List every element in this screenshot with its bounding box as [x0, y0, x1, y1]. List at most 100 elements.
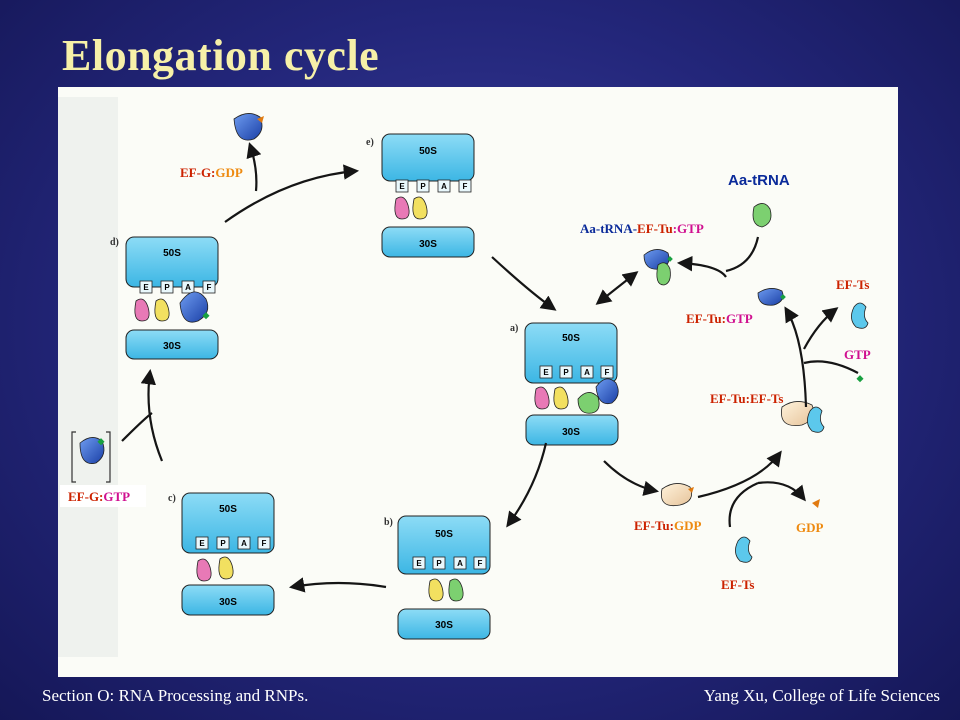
- arrow-e-to-a: [491, 256, 557, 311]
- small-subunit-label: 30S: [219, 597, 237, 608]
- elongation-cycle-figure: e) 50S E P A F 30S d) 50S E P A F 30S: [58, 87, 898, 677]
- site-a: A: [441, 182, 447, 191]
- site-e: E: [199, 539, 205, 548]
- aa-trna-label: Aa-tRNA: [728, 172, 790, 189]
- trna-pink: [394, 196, 410, 220]
- site-a: A: [584, 368, 590, 377]
- trna-yellow: [154, 298, 170, 322]
- site-p: P: [420, 182, 426, 191]
- step-label-c: c): [168, 493, 176, 504]
- gdp-marker: [257, 116, 264, 123]
- small-subunit: [525, 414, 619, 446]
- site-a: A: [457, 559, 463, 568]
- small-subunit: [181, 584, 275, 616]
- site-f: F: [605, 368, 610, 377]
- arrow-efg-release: [246, 142, 262, 192]
- aa-trna-icon: [752, 203, 772, 228]
- gdp-label: GDP: [796, 520, 824, 535]
- site-boxes: E P A F: [412, 556, 487, 570]
- ef-ts-label-top: EF-Ts: [836, 277, 869, 292]
- bracket-left: [71, 431, 76, 483]
- gtp-marker: [202, 312, 210, 320]
- ribosome-step-c: c) 50S E P A F 30S: [168, 492, 275, 616]
- ef-tu-ef-ts-label: EF-Tu:EF-Ts: [710, 391, 783, 406]
- ribosome-step-e: e) 50S E P A F 30S: [366, 133, 475, 258]
- arrow-efg-entry: [121, 412, 153, 442]
- small-subunit: [125, 329, 219, 360]
- trna-yellow: [428, 578, 444, 602]
- site-f: F: [478, 559, 483, 568]
- trna-pink: [196, 558, 212, 582]
- ef-g-gtp-label-bg: [60, 485, 146, 507]
- small-subunit: [381, 226, 475, 258]
- arrow-aa-trna-in: [725, 236, 760, 273]
- site-e: E: [416, 559, 422, 568]
- site-p: P: [220, 539, 226, 548]
- site-e: E: [143, 283, 149, 292]
- site-a: A: [185, 283, 191, 292]
- step-label-a: a): [510, 323, 518, 334]
- ternary-complex-trna: [656, 262, 671, 286]
- ribosome-step-d: d) 50S E P A F 30S: [110, 236, 219, 360]
- small-subunit-label: 30S: [435, 620, 453, 631]
- arrow-ts-cycle-up: [784, 306, 808, 408]
- site-boxes: E P A F: [139, 280, 216, 294]
- arrow-a-to-b: [506, 442, 548, 528]
- arrow-gtp-in: [803, 360, 859, 374]
- site-p: P: [436, 559, 442, 568]
- site-f: F: [262, 539, 267, 548]
- arrow-a-to-eftu-gdp: [603, 460, 660, 496]
- small-subunit-label: 30S: [419, 239, 437, 250]
- large-subunit-label: 50S: [163, 248, 181, 259]
- site-f: F: [207, 283, 212, 292]
- large-subunit-label: 50S: [435, 529, 453, 540]
- trna-yellow: [553, 386, 569, 410]
- ef-tu-protein: [595, 378, 619, 405]
- footer-author-label: Yang Xu, College of Life Sciences: [703, 686, 940, 705]
- large-subunit-label: 50S: [219, 504, 237, 515]
- trna-yellow: [412, 196, 428, 220]
- step-label-b: b): [384, 517, 393, 528]
- arrow-ef-ts-out: [803, 307, 839, 350]
- arrow-gdp-out: [757, 481, 806, 502]
- trna-pink: [134, 298, 150, 322]
- arrow-eftu-gdp-to-complex: [697, 450, 782, 499]
- site-f: F: [463, 182, 468, 191]
- ef-g-gtp-label: EF-G:GTP: [68, 489, 130, 504]
- arrow-tu-gtp-to-ternary: [676, 255, 727, 278]
- ef-g-gdp-label: EF-G:GDP: [180, 165, 243, 180]
- site-p: P: [563, 368, 569, 377]
- arrow-b-to-c: [288, 577, 387, 593]
- small-subunit-label: 30S: [163, 341, 181, 352]
- large-subunit: [381, 133, 475, 182]
- ef-g-protein: [179, 291, 209, 323]
- site-boxes: E P A F: [395, 179, 472, 193]
- gtp-label: GTP: [844, 347, 871, 362]
- trna-pink: [534, 386, 550, 410]
- bracket-right: [106, 431, 111, 483]
- ribosome-step-b: b) 50S E P A F 30S: [384, 515, 491, 640]
- small-subunit-label: 30S: [562, 427, 580, 438]
- gtp-marker: [780, 294, 786, 300]
- aa-trna-ef-tu-gtp-label: Aa-tRNA-EF-Tu:GTP: [580, 221, 704, 236]
- site-boxes: E P A F: [195, 536, 271, 550]
- gdp-marker: [688, 487, 694, 493]
- ef-ts-label-bottom: EF-Ts: [721, 577, 754, 592]
- ef-g-gtp-icon: [79, 437, 105, 464]
- arrow-d-to-e: [224, 164, 360, 223]
- arrow-c-to-d: [140, 368, 164, 462]
- site-e: E: [543, 368, 549, 377]
- cycle-arrows: [121, 142, 859, 593]
- gdp-free-icon: [812, 499, 820, 508]
- arrow-ef-ts-in: [728, 481, 759, 528]
- footer-section-label: Section O: RNA Processing and RNPs.: [42, 686, 309, 705]
- ef-tu-gdp-icon: [661, 483, 693, 507]
- arrow-ternary-to-a: [595, 271, 639, 305]
- gtp-marker: [667, 256, 673, 262]
- large-subunit-label: 50S: [562, 333, 580, 344]
- site-boxes: E P A F: [539, 365, 614, 379]
- ef-ts-icon: [735, 536, 753, 563]
- elongation-cycle-diagram: e) 50S E P A F 30S d) 50S E P A F 30S: [58, 97, 871, 657]
- site-p: P: [164, 283, 170, 292]
- scanned-page-texture: [58, 97, 118, 657]
